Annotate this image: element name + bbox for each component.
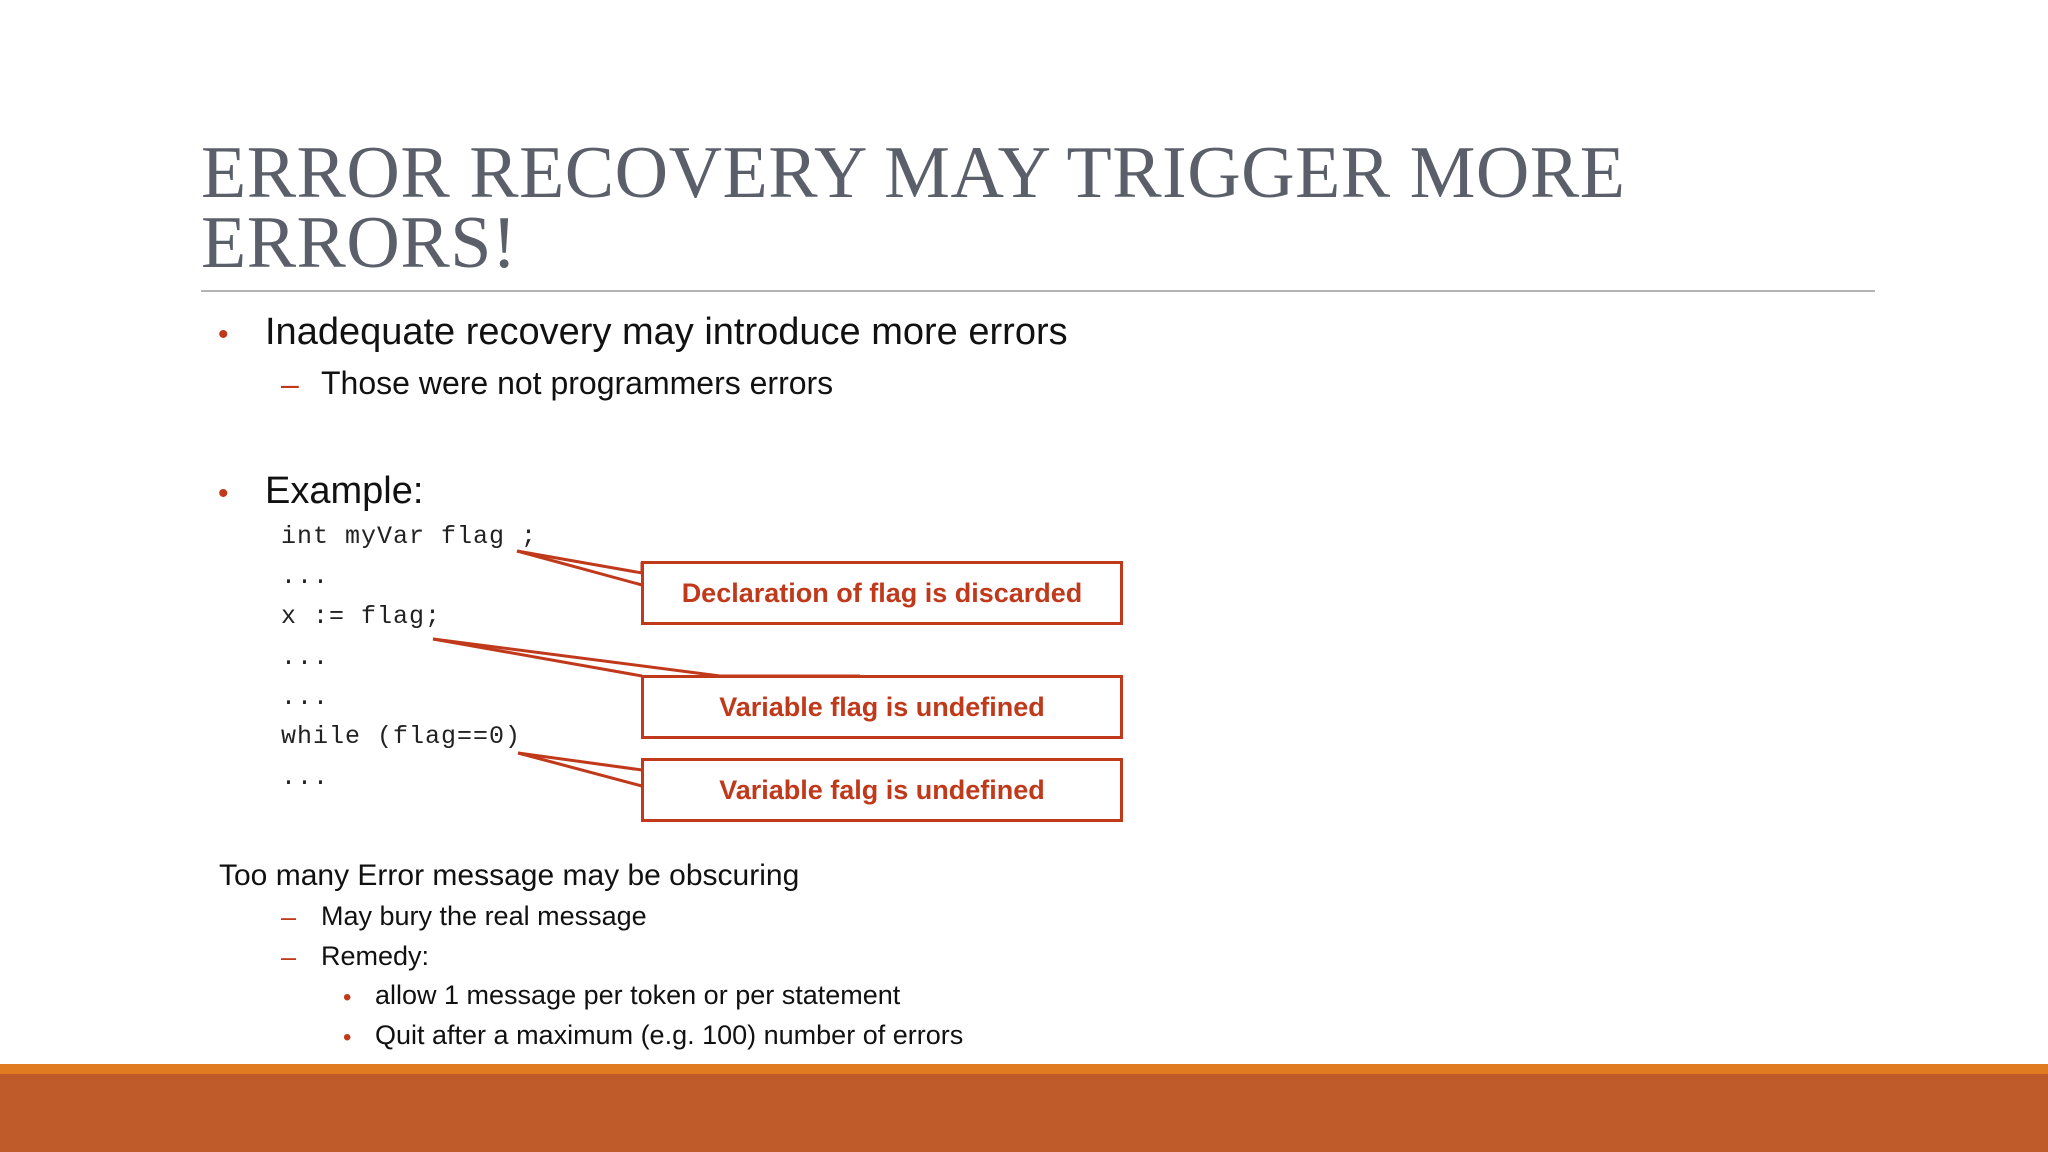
code-line: ... bbox=[281, 763, 330, 792]
remedy-item: Quit after a maximum (e.g. 100) number o… bbox=[375, 1020, 964, 1050]
bullet-text: Example: bbox=[265, 470, 424, 512]
code-line: ... bbox=[281, 643, 330, 672]
callout-box: Variable flag is undefined bbox=[641, 675, 1123, 739]
remedy-item: allow 1 message per token or per stateme… bbox=[375, 980, 901, 1010]
code-line: int myVar flag ; bbox=[281, 522, 538, 551]
leader-line-2b bbox=[432, 637, 643, 678]
leader-line-3 bbox=[517, 751, 643, 772]
sub-bullet-text: Those were not programmers errors bbox=[321, 365, 834, 401]
footer-accent-bar bbox=[0, 1064, 2048, 1074]
bullet-text: Inadequate recovery may introduce more e… bbox=[265, 311, 1068, 353]
callout-box: Variable falg is undefined bbox=[641, 758, 1123, 822]
bullet-dot: • bbox=[218, 477, 229, 510]
leader-line-2 bbox=[432, 637, 860, 678]
callout-box: Declaration of flag is discarded bbox=[641, 561, 1123, 625]
sub-item-text: Remedy: bbox=[321, 941, 430, 971]
leader-line-1b bbox=[516, 549, 643, 587]
paragraph-text: Too many Error message may be obscuring bbox=[219, 859, 800, 892]
code-line: x := flag; bbox=[281, 602, 442, 631]
dash-marker: – bbox=[281, 942, 297, 972]
dash-marker: – bbox=[281, 366, 299, 402]
leader-line-3b bbox=[517, 751, 643, 788]
bullet-dot: • bbox=[343, 1024, 352, 1051]
slide-title: ERROR RECOVERY MAY TRIGGER MORE ERRORS! bbox=[201, 132, 1626, 284]
bullet-dot: • bbox=[218, 318, 229, 351]
bullet-dot: • bbox=[343, 984, 352, 1011]
code-line: ... bbox=[281, 562, 330, 591]
sub-item-text: May bury the real message bbox=[321, 901, 647, 931]
dash-marker: – bbox=[281, 902, 297, 932]
code-line: while (flag==0) bbox=[281, 722, 522, 751]
leader-line-1 bbox=[516, 549, 644, 575]
footer-bar bbox=[0, 1074, 2048, 1152]
code-line: ... bbox=[281, 683, 330, 712]
title-divider bbox=[201, 290, 1875, 292]
